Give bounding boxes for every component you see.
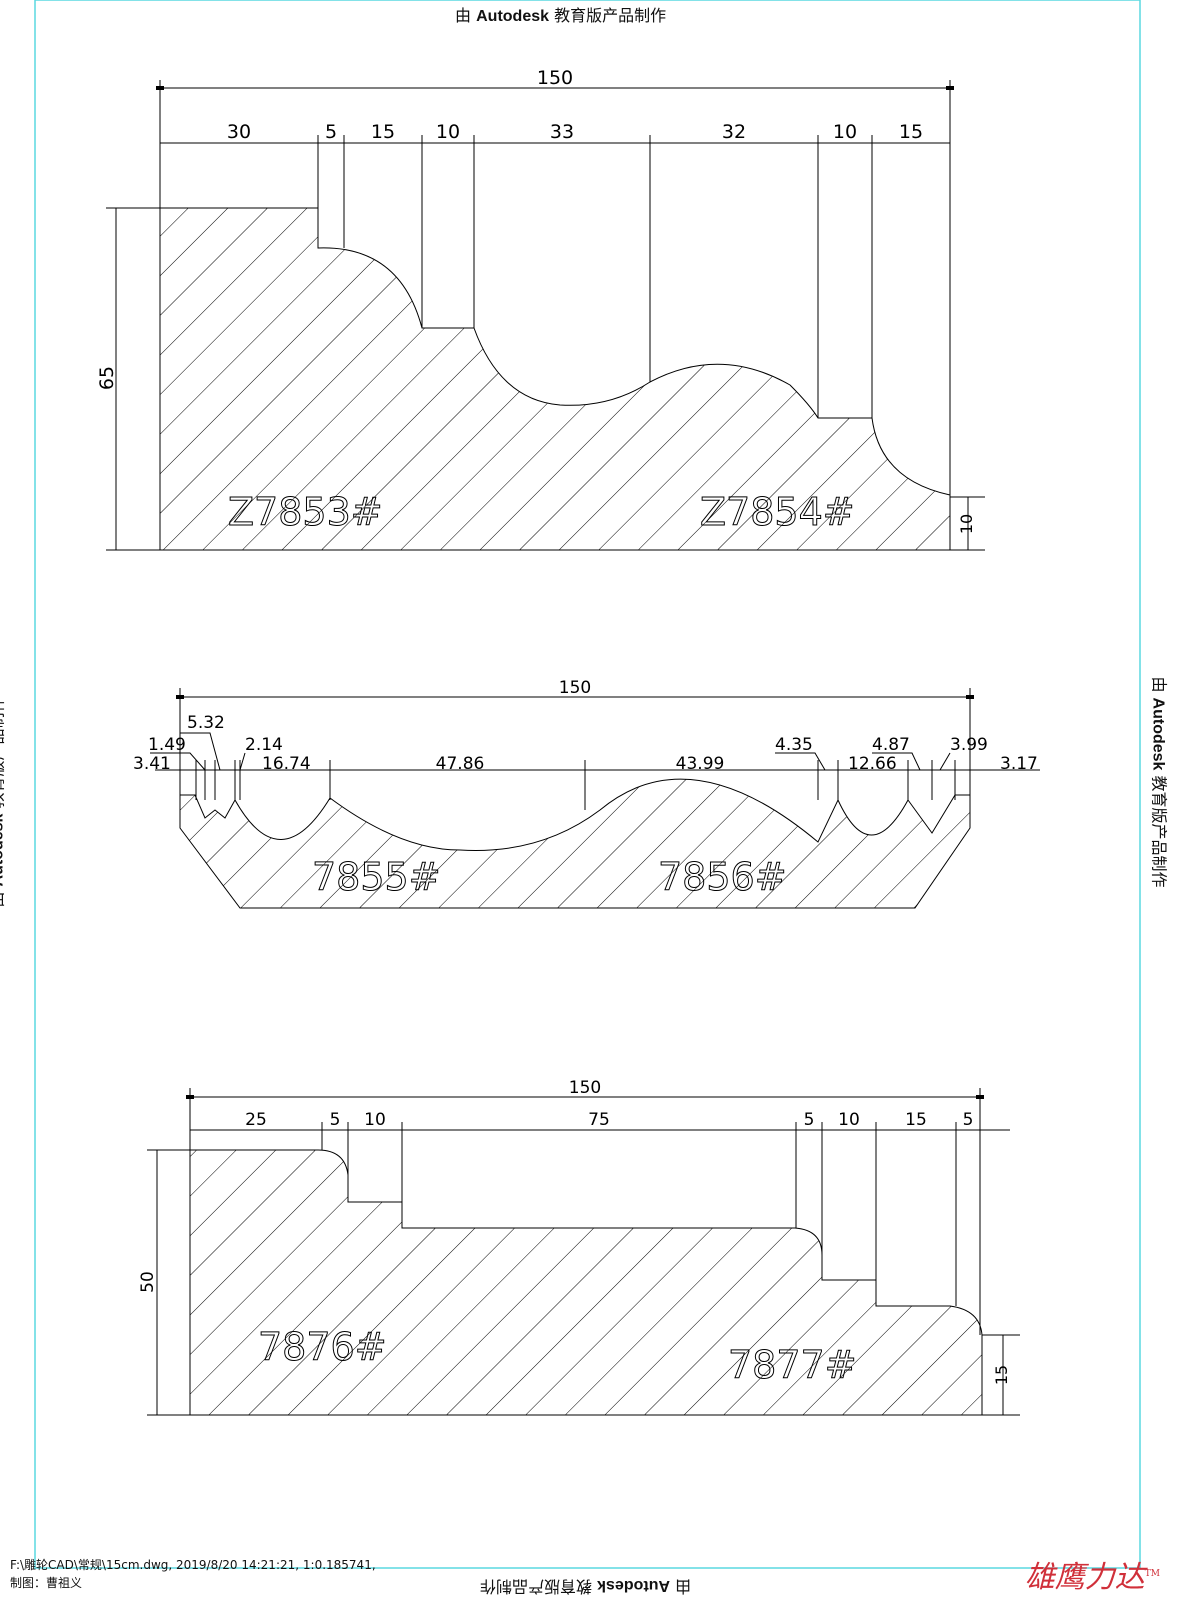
label-7876: 7876# bbox=[258, 1325, 387, 1369]
dim-value: 4.87 bbox=[872, 735, 910, 755]
profile-7876-7877 bbox=[189, 1149, 983, 1416]
dim-value: 2.14 bbox=[245, 735, 283, 755]
brand-logo: 雄鹰力达TM bbox=[1024, 1560, 1160, 1595]
d3-right-height: 15 bbox=[992, 1365, 1011, 1385]
d1-height: 65 bbox=[96, 366, 118, 390]
d2-overall: 150 bbox=[559, 678, 591, 698]
label-7856: 7856# bbox=[658, 855, 787, 899]
dim-value: 12.66 bbox=[848, 754, 897, 774]
profile-z7853-z7854 bbox=[159, 207, 951, 551]
watermark-bottom: 由 Autodesk 教育版产品制作 bbox=[480, 1577, 692, 1596]
d3-overall: 150 bbox=[569, 1078, 601, 1098]
dim-value: 43.99 bbox=[676, 754, 725, 774]
segment-dim: 5 bbox=[804, 1110, 815, 1130]
segment-dim: 10 bbox=[833, 121, 857, 143]
segment-dim: 5 bbox=[963, 1110, 974, 1130]
d1-overall: 150 bbox=[537, 67, 573, 89]
segment-dim: 5 bbox=[325, 121, 337, 143]
dim-value: 5.32 bbox=[187, 713, 225, 733]
drawing-1 bbox=[106, 80, 985, 551]
segment-dim: 5 bbox=[330, 1110, 341, 1130]
sheet-border bbox=[34, 0, 1141, 1569]
dim-value: 16.74 bbox=[262, 754, 311, 774]
profile-7855-7856 bbox=[179, 778, 971, 909]
drawing-3 bbox=[147, 1088, 1020, 1416]
drawing-2 bbox=[150, 688, 1040, 909]
dim-value: 1.49 bbox=[148, 735, 186, 755]
label-z7854: Z7854# bbox=[700, 490, 855, 534]
dim-value: 47.86 bbox=[436, 754, 485, 774]
segment-dim: 10 bbox=[364, 1110, 386, 1130]
file-info: F:\雕轮CAD\常规\15cm.dwg, 2019/8/20 14:21:21… bbox=[10, 1558, 376, 1572]
segment-dim: 30 bbox=[227, 121, 251, 143]
drafter-info: 制图：曹祖义 bbox=[10, 1576, 83, 1590]
label-7855: 7855# bbox=[312, 855, 441, 899]
dim-value: 3.17 bbox=[1000, 754, 1038, 774]
label-7877: 7877# bbox=[728, 1343, 857, 1387]
dim-value: 4.35 bbox=[775, 735, 813, 755]
segment-dim: 25 bbox=[245, 1110, 267, 1130]
segment-dim: 15 bbox=[371, 121, 395, 143]
watermark-left: 由 Autodesk 教育版产品制作 bbox=[0, 696, 7, 907]
segment-dim: 15 bbox=[899, 121, 923, 143]
label-z7853: Z7853# bbox=[228, 490, 383, 534]
segment-dim: 15 bbox=[905, 1110, 927, 1130]
watermark-right: 由 Autodesk 教育版产品制作 bbox=[1149, 676, 1169, 888]
dim-value: 3.99 bbox=[950, 735, 988, 755]
segment-dim: 10 bbox=[838, 1110, 860, 1130]
segment-dim: 32 bbox=[722, 121, 746, 143]
watermark-top: 由 Autodesk 教育版产品制作 bbox=[455, 6, 667, 25]
segment-dim: 10 bbox=[436, 121, 460, 143]
d3-height: 50 bbox=[138, 1271, 158, 1293]
d1-right-height: 10 bbox=[957, 514, 976, 534]
segment-dim: 75 bbox=[588, 1110, 610, 1130]
dim-value: 3.41 bbox=[133, 754, 171, 774]
segment-dim: 33 bbox=[550, 121, 574, 143]
